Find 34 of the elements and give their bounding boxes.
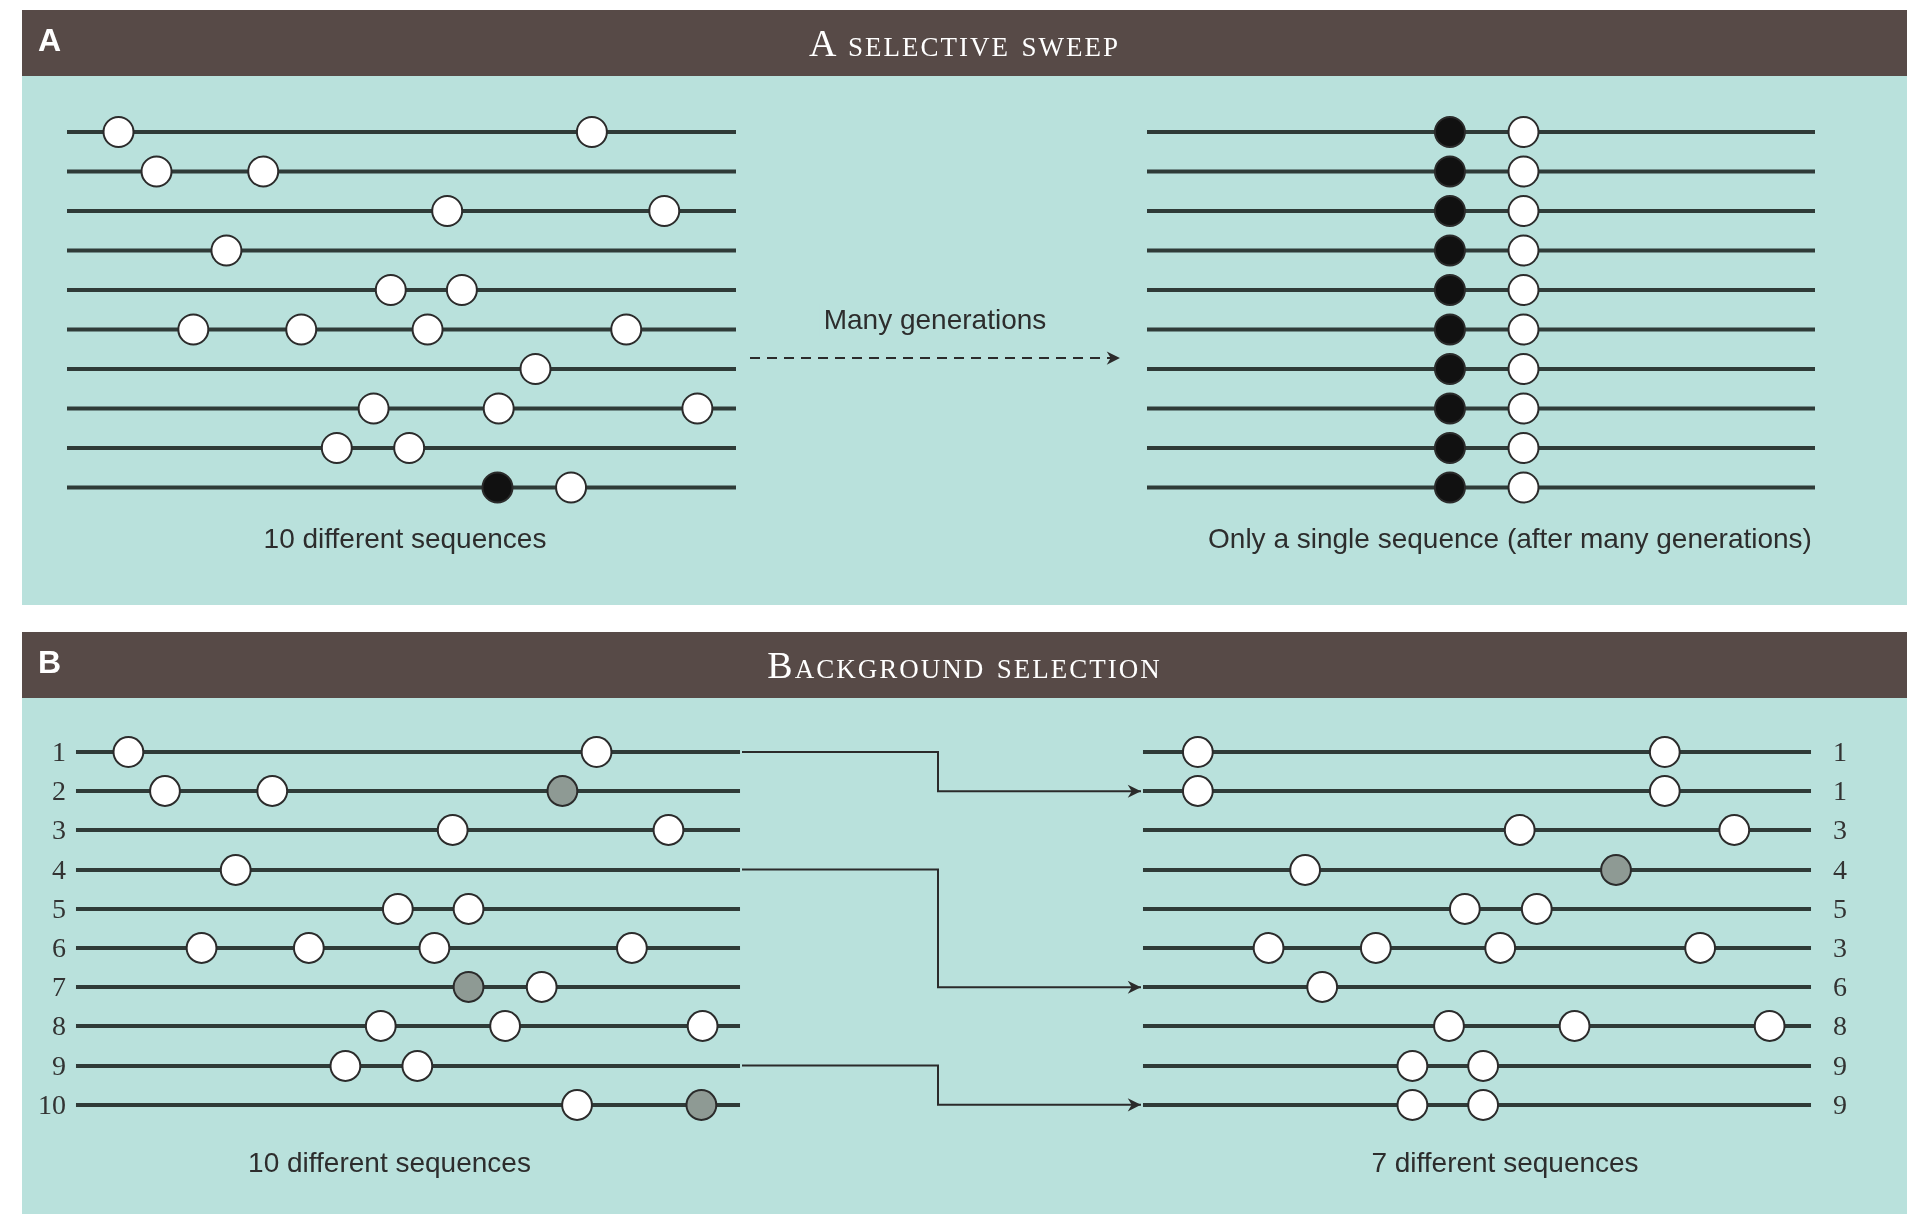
row-number: 9	[51, 1049, 66, 1082]
panel-title: A selective sweep	[809, 21, 1120, 65]
panel	[22, 632, 1907, 1214]
row-number: 7	[51, 971, 66, 1004]
row-number: 4	[51, 853, 66, 886]
row-number: 5	[1833, 892, 1848, 925]
arrow	[741, 1064, 1142, 1112]
group-label: Only a single sequence (after many generations)	[1207, 523, 1813, 555]
row-number: 4	[1833, 853, 1848, 886]
arrow	[741, 751, 1142, 798]
panel	[22, 10, 1907, 605]
row-number: 10	[37, 1088, 66, 1121]
group-label: 10 different sequences	[247, 1147, 532, 1179]
row-number: 1	[1833, 775, 1848, 808]
row-number: 3	[51, 814, 66, 847]
row-number: 3	[1833, 932, 1848, 964]
row-number: 8	[51, 1010, 66, 1043]
arrow	[749, 351, 1121, 365]
row-number: 9	[1833, 1049, 1848, 1082]
row-number: 1	[1833, 736, 1848, 768]
row-number: 3	[1833, 814, 1848, 847]
group-label: 10 different sequences	[262, 523, 548, 555]
row-number: 6	[1833, 971, 1848, 1004]
row-number: 9	[1833, 1088, 1848, 1121]
row-number: 6	[51, 932, 66, 964]
row-number: 5	[51, 892, 66, 925]
panel-title: Background selection	[767, 643, 1162, 687]
arrow	[741, 868, 1142, 994]
row-number: 2	[51, 775, 66, 808]
panel-letter: A	[38, 22, 62, 59]
row-number: 1	[51, 736, 66, 768]
row-number: 8	[1833, 1010, 1848, 1043]
group-label: 7 different sequences	[1370, 1147, 1640, 1179]
panel-letter: B	[38, 644, 62, 681]
